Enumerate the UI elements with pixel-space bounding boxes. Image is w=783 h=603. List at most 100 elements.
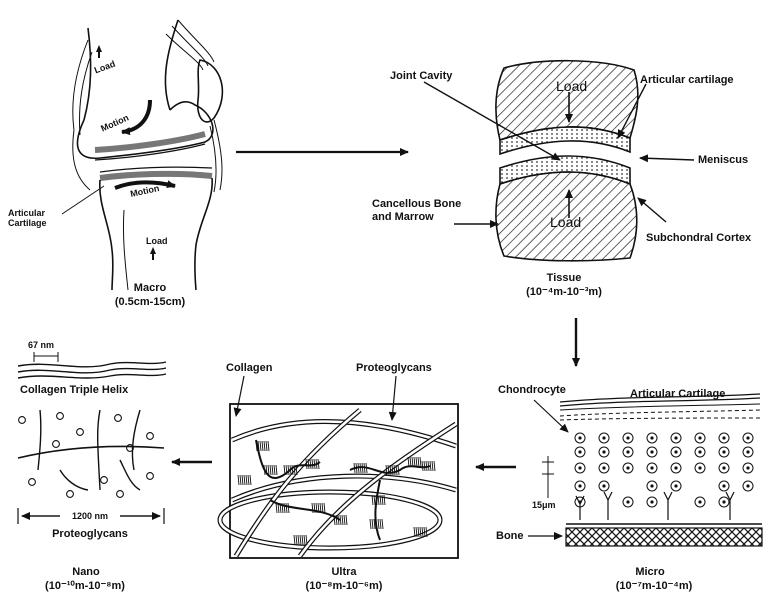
ultra-scale: (10⁻⁸m-10⁻⁶m) (274, 580, 414, 593)
chondrocyte-nucleus (578, 450, 581, 453)
ultra-drawing (220, 404, 458, 558)
proteoglycan-bristle (300, 535, 301, 545)
proteoglycan-bristle (434, 461, 435, 471)
proteoglycan-bristle (266, 441, 267, 451)
chondrocyte-nucleus (602, 466, 605, 469)
proteoglycan-bristle (344, 515, 345, 525)
tissue-joint-cavity-label: Joint Cavity (390, 70, 452, 82)
proteoglycan-granule (147, 433, 154, 440)
macro-caption: Macro (100, 282, 200, 295)
macro-articular-cartilage-label: Articular Cartilage (8, 208, 64, 228)
proteoglycan-bristle (274, 465, 275, 475)
chondrocyte-nucleus (602, 484, 605, 487)
proteoglycan-bristle (260, 441, 261, 451)
proteoglycan-granule (115, 415, 122, 422)
micro-articular-cartilage-label: Articular Cartilage (630, 388, 725, 400)
proteoglycan-bristle (360, 463, 361, 473)
chondrocyte-nucleus (698, 466, 701, 469)
chondrocyte-nucleus (722, 484, 725, 487)
proteoglycan-bristle (372, 519, 373, 529)
proteoglycan-bristle (264, 441, 265, 451)
proteoglycan-granule (117, 491, 124, 498)
proteoglycan-bristle (424, 461, 425, 471)
chondrocyte-nucleus (722, 466, 725, 469)
chondrocyte-nucleus (722, 500, 725, 503)
proteoglycan-bristle (342, 515, 343, 525)
chondrocyte-nucleus (674, 436, 677, 439)
proteoglycan-bristle (324, 503, 325, 513)
proteoglycan-bristle (382, 519, 383, 529)
proteoglycan-bristle (426, 461, 427, 471)
chondrocyte-nucleus (578, 500, 581, 503)
proteoglycan-bristle (378, 519, 379, 529)
proteoglycan-bristle (250, 475, 251, 485)
tissue-load-bottom-label: Load (550, 216, 581, 228)
proteoglycan-bristle (416, 457, 417, 467)
chondrocyte-nucleus (650, 466, 653, 469)
proteoglycan-bristle (240, 475, 241, 485)
chondrocyte-nucleus (650, 450, 653, 453)
tissue-scale: (10⁻⁴m-10⁻³m) (494, 286, 634, 299)
tissue-meniscus-label: Meniscus (698, 154, 748, 166)
proteoglycan-bristle (286, 503, 287, 513)
tissue-articular-cartilage-label: Articular cartilage (640, 74, 734, 86)
proteoglycan-granule (67, 491, 74, 498)
chondrocyte-nucleus (626, 466, 629, 469)
proteoglycan-bristle (288, 503, 289, 513)
proteoglycan-bristle (288, 465, 289, 475)
nano-length-label: 1200 nm (60, 511, 120, 521)
chondrocyte-nucleus (578, 466, 581, 469)
chondrocyte-nucleus (746, 436, 749, 439)
micro-bone-label: Bone (496, 530, 524, 542)
chondrocyte-nucleus (674, 450, 677, 453)
proteoglycan-granule (53, 441, 60, 448)
proteoglycan-bristle (304, 535, 305, 545)
nano-drawing (18, 352, 166, 524)
chondrocyte-nucleus (650, 500, 653, 503)
micro-bone (566, 528, 762, 546)
proteoglycan-granule (57, 413, 64, 420)
macro-cartilage-pointer (62, 186, 104, 214)
micro-scale: (10⁻⁷m-10⁻⁴m) (584, 580, 724, 593)
proteoglycan-bristle (296, 535, 297, 545)
nano-proteoglycans-label: Proteoglycans (40, 528, 140, 540)
tissue-caption: Tissue (514, 272, 614, 285)
proteoglycan-bristle (262, 441, 263, 451)
ultra-collagen-label: Collagen (226, 362, 272, 374)
macro-scale: (0.5cm-15cm) (90, 296, 210, 309)
proteoglycan-bristle (380, 519, 381, 529)
proteoglycan-bristle (246, 475, 247, 485)
proteoglycan-bristle (346, 515, 347, 525)
proteoglycan-bristle (272, 465, 273, 475)
proteoglycan-bristle (312, 503, 313, 513)
chondrocyte-nucleus (746, 450, 749, 453)
chondrocyte-nucleus (746, 484, 749, 487)
proteoglycan-bristle (354, 463, 355, 473)
micro-chondrocyte-label: Chondrocyte (498, 384, 566, 396)
nano-period-label: 67 nm (28, 340, 54, 350)
proteoglycan-bristle (356, 463, 357, 473)
proteoglycan-bristle (418, 457, 419, 467)
proteoglycan-bristle (364, 463, 365, 473)
micro-caption: Micro (600, 566, 700, 579)
proteoglycan-bristle (276, 503, 277, 513)
proteoglycan-bristle (290, 465, 291, 475)
ultra-proteoglycans-label: Proteoglycans (356, 362, 432, 374)
chondrocyte-nucleus (674, 484, 677, 487)
proteoglycan-bristle (268, 465, 269, 475)
proteoglycan-bristle (306, 535, 307, 545)
proteoglycan-bristle (358, 463, 359, 473)
proteoglycan-bristle (242, 475, 243, 485)
proteoglycan-bristle (420, 457, 421, 467)
micro-chondrocytes (575, 433, 753, 507)
chondrocyte-nucleus (650, 484, 653, 487)
tissue-load-top-label: Load (556, 80, 587, 92)
proteoglycan-bristle (422, 461, 423, 471)
proteoglycan-granule (101, 477, 108, 484)
proteoglycan-bristle (370, 519, 371, 529)
proteoglycan-bristle (398, 465, 399, 475)
chondrocyte-nucleus (722, 450, 725, 453)
chondrocyte-nucleus (722, 436, 725, 439)
chondrocyte-nucleus (626, 500, 629, 503)
